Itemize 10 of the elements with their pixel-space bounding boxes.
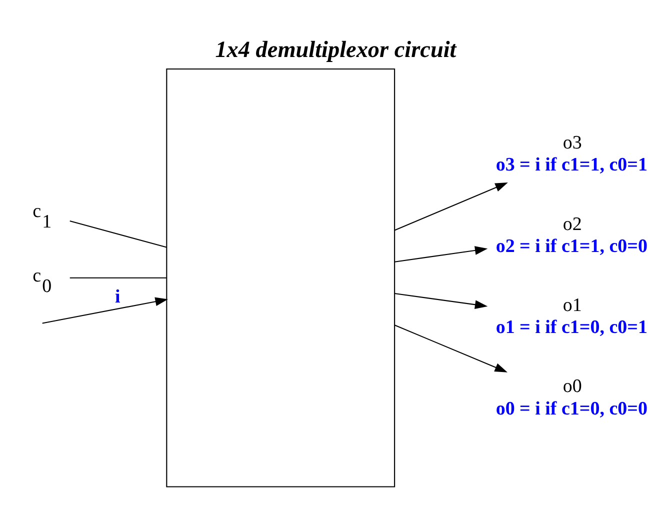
node-label: o0 = i if c1=0, c0=0 bbox=[496, 398, 648, 420]
edge-label: i bbox=[114, 286, 120, 308]
diagram-title: 1x4 demultiplexor circuit bbox=[215, 36, 456, 63]
node-label: o1 = i if c1=0, c0=1 bbox=[496, 317, 648, 338]
node-text: o2 bbox=[562, 214, 582, 235]
node-text: o0 bbox=[562, 376, 582, 398]
node-text: o1 bbox=[562, 295, 582, 316]
node-label: o2 = i if c1=1, c0=0 bbox=[496, 236, 648, 257]
node-text: o3 bbox=[562, 132, 582, 154]
node-label: o3 = i if c1=1, c0=1 bbox=[496, 154, 648, 176]
